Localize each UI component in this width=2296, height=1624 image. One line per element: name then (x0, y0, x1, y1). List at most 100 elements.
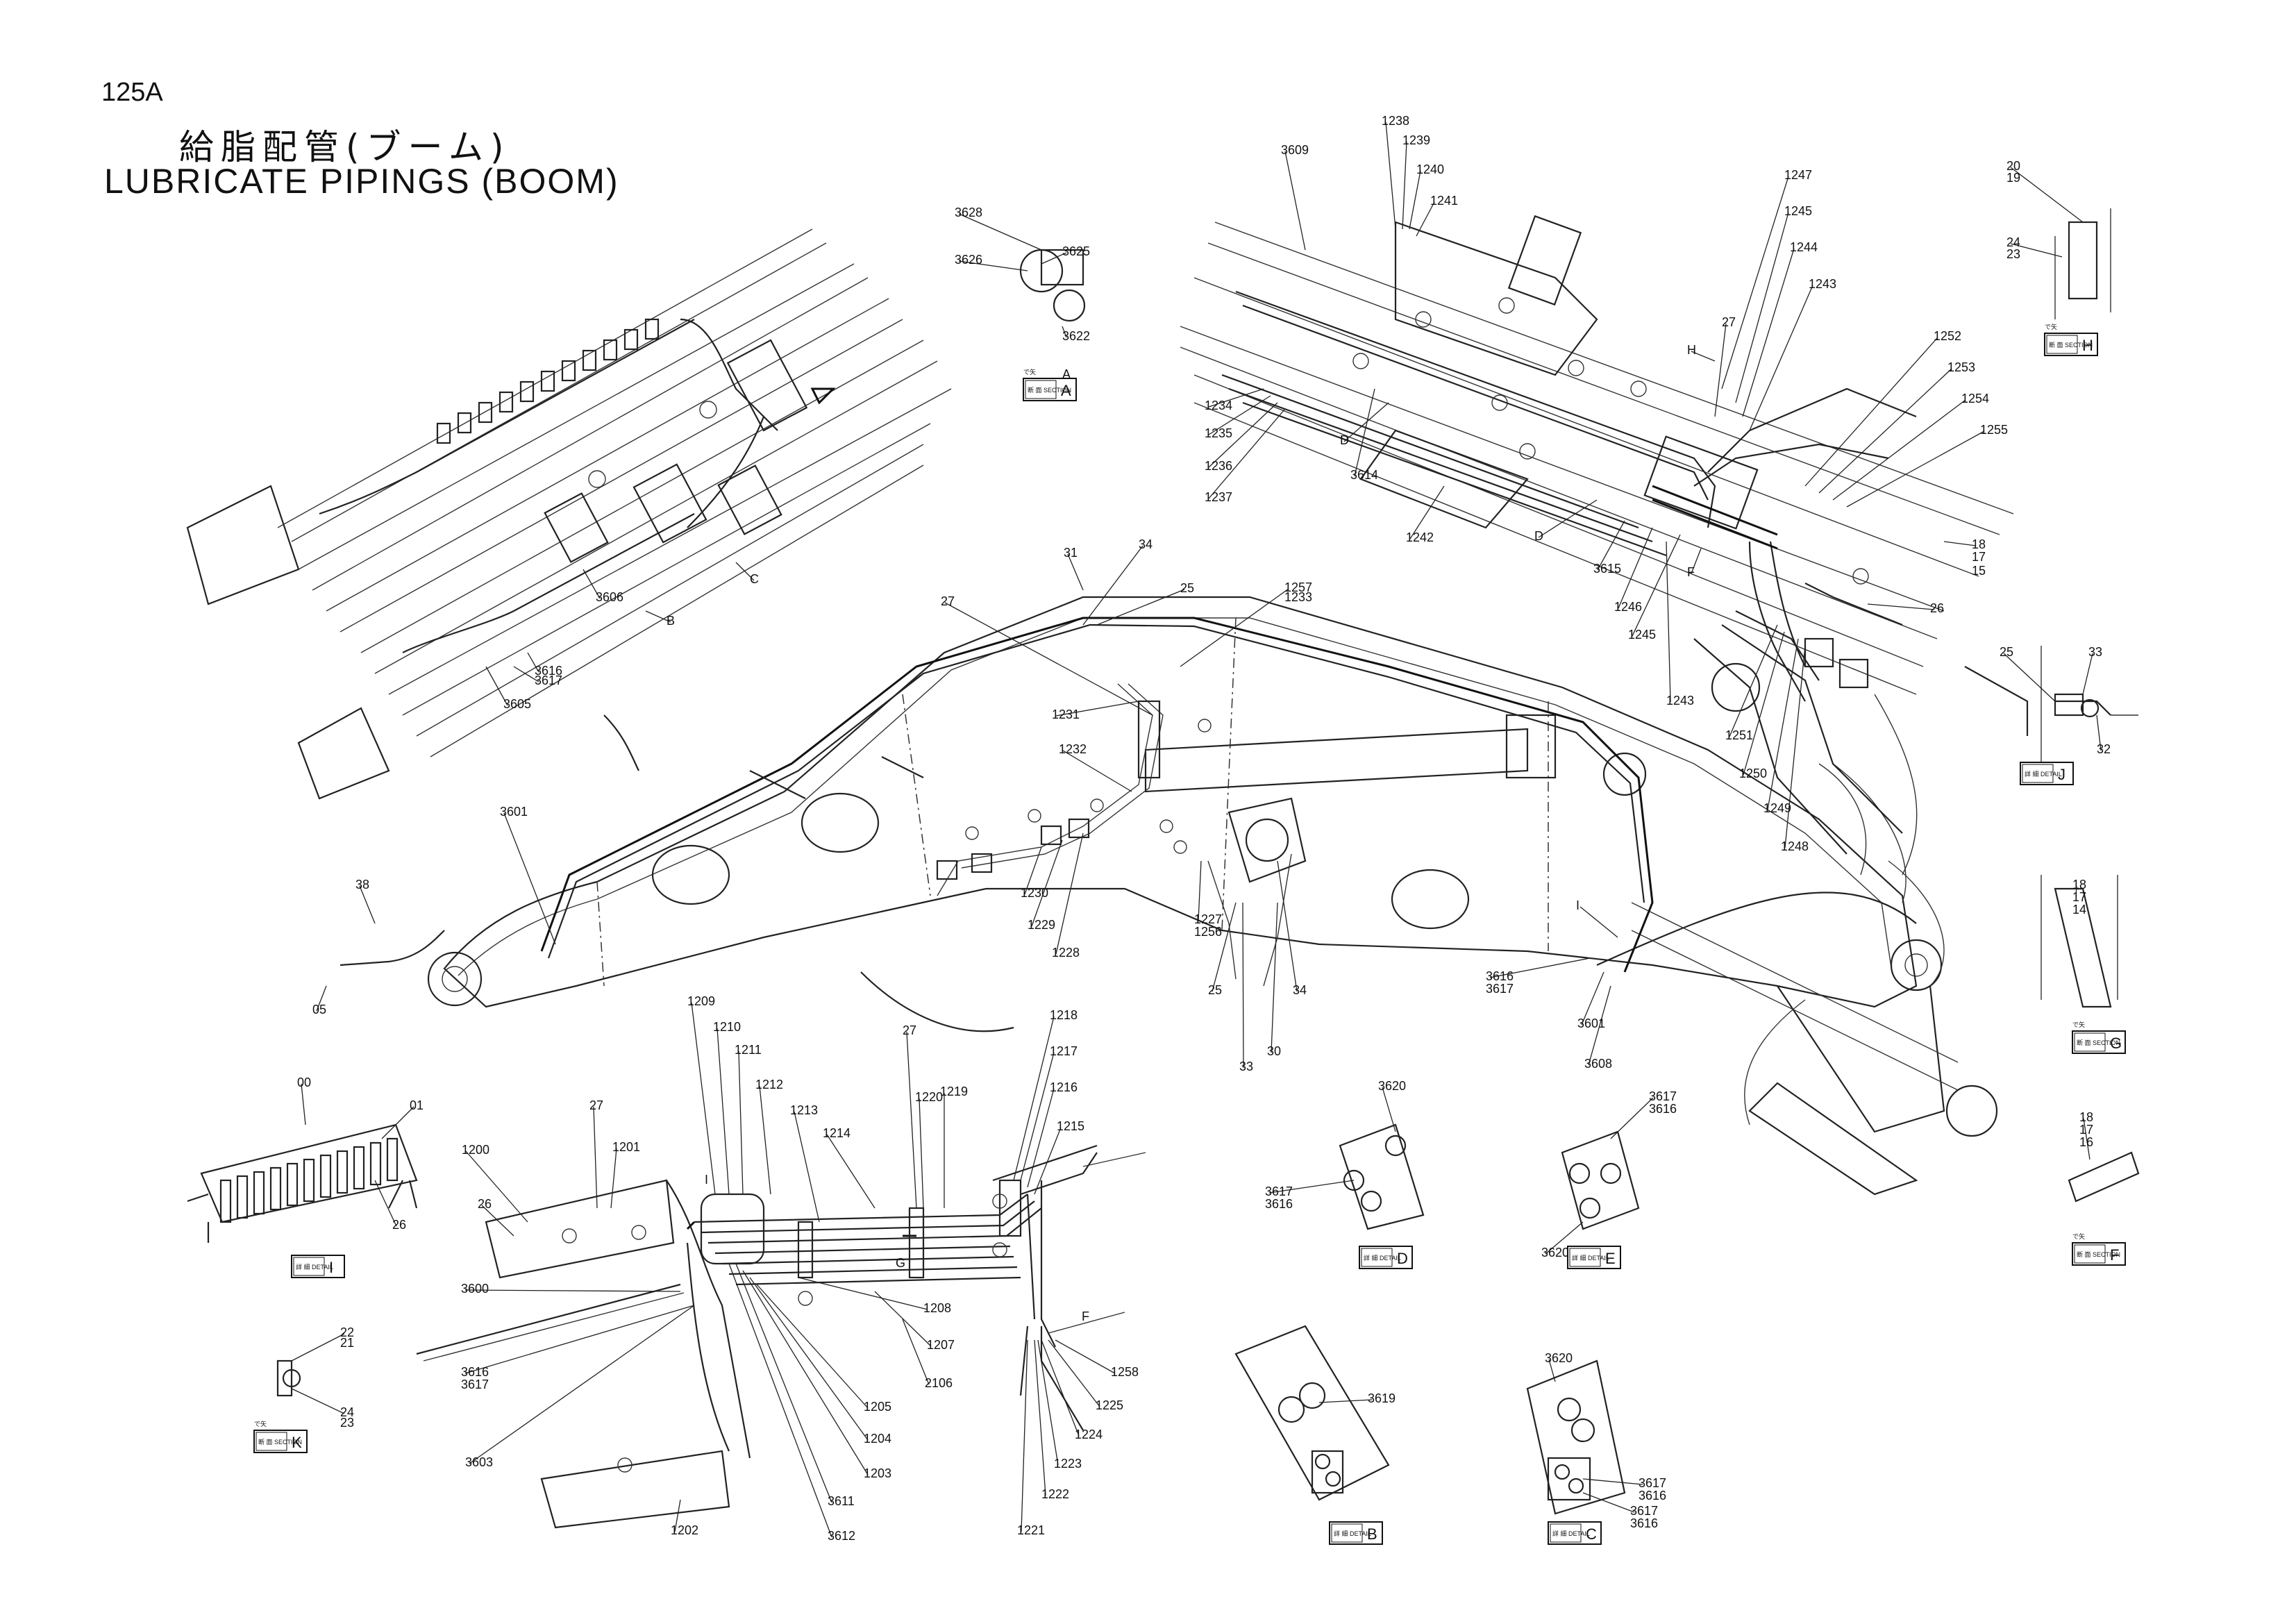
leader-line (1212, 902, 1237, 992)
leader-line (1784, 645, 1806, 848)
part-number-label: 1237 (1205, 490, 1232, 504)
part-number-label: 24 (340, 1405, 354, 1419)
part-number-label: 1235 (1205, 426, 1232, 440)
part-number-label: 3617 (1630, 1504, 1658, 1518)
view-tag-code-cell (293, 1257, 325, 1276)
leader-line (645, 610, 671, 623)
leader-line (1096, 589, 1185, 626)
leader-line (798, 1277, 928, 1310)
title-japanese: 給脂配管(ブーム) (179, 127, 511, 167)
leader-line (291, 1388, 345, 1414)
view-tag-code: 断 面 SECTION (2077, 1250, 2120, 1258)
part-number-label: 3620 (1378, 1079, 1406, 1093)
leader-line (1055, 701, 1139, 717)
leader-line (1208, 395, 1271, 435)
leader-line (1021, 1339, 1028, 1532)
part-number-label: 23 (2006, 247, 2020, 261)
leader-line (465, 1150, 528, 1223)
leader-line (1409, 485, 1445, 539)
leader-line (513, 666, 539, 683)
part-number-label: 1224 (1075, 1428, 1103, 1441)
part-number-label: 26 (392, 1218, 406, 1232)
part-number-label: 1215 (1057, 1119, 1084, 1133)
leader-line (749, 1277, 869, 1441)
leader-line (958, 213, 1042, 251)
part-number-label: 3617 (1486, 982, 1514, 996)
leader-line (301, 1083, 306, 1125)
view-tag-letter: D (1397, 1250, 1408, 1267)
part-number-label: 33 (1239, 1060, 1253, 1073)
section-a (1019, 249, 1086, 322)
part-number-label: 1233 (1284, 590, 1312, 604)
view-tag-letter: A (1061, 382, 1071, 399)
leader-line (944, 602, 1153, 716)
leader-line (1867, 603, 1935, 610)
part-number-label: 1219 (940, 1085, 968, 1098)
leader-line (1034, 1339, 1046, 1496)
view-tag-mark: で矢 (1023, 368, 1036, 376)
part-number-label: 27 (903, 1023, 916, 1037)
leader-line (1735, 212, 1789, 403)
view-tag-code-cell (255, 1432, 287, 1451)
view-tag-mark: で矢 (2045, 323, 2057, 330)
leader-line (2010, 243, 2063, 258)
leader-line (902, 1319, 930, 1385)
part-number-label: 19 (2006, 171, 2020, 185)
part-number-label: 3619 (1368, 1391, 1396, 1405)
view-tag-code-cell (1550, 1523, 1582, 1543)
leader-line (381, 1106, 414, 1139)
leader-line (1714, 323, 1727, 417)
leader-line (1024, 846, 1042, 895)
part-number-label: 1229 (1028, 918, 1055, 932)
detail-i-manifold (187, 1123, 418, 1243)
leader-line (1818, 368, 1952, 494)
part-number-label: 16 (2079, 1135, 2093, 1149)
leader-line (1027, 1088, 1055, 1188)
part-number-label: 3616 (1486, 969, 1514, 983)
leader-line (1597, 520, 1625, 571)
part-number-label: 34 (1139, 537, 1153, 551)
part-number-label: 3628 (955, 206, 982, 219)
part-number-label: 25 (1180, 581, 1194, 595)
leader-line (1277, 860, 1298, 992)
view-tag-code-cell (2074, 1244, 2106, 1264)
detail-c (1526, 1359, 1626, 1515)
part-number-label: 1223 (1054, 1457, 1082, 1471)
leader-line (1742, 248, 1795, 417)
leader-line (1055, 1339, 1116, 1374)
leader-line (958, 260, 1028, 271)
part-number-label: 3616 (1639, 1489, 1666, 1502)
part-number-label: 1246 (1614, 600, 1642, 614)
leader-line (1416, 201, 1435, 237)
part-number-label: 1249 (1763, 801, 1791, 815)
part-number-label: 3625 (1062, 244, 1090, 258)
view-tag-letter: G (2110, 1035, 2122, 1052)
part-number-label: 3616 (535, 664, 562, 678)
leader-line (1385, 122, 1396, 230)
part-number-label: 3617 (1265, 1184, 1293, 1198)
view-tag-code-cell (2074, 1032, 2106, 1052)
leader-line (1804, 337, 1938, 487)
part-number-label: 1221 (1017, 1523, 1045, 1537)
leader-line (291, 1333, 345, 1362)
leader-line (1180, 588, 1289, 667)
leader-line (2003, 653, 2056, 702)
part-number-label: 3617 (461, 1378, 489, 1391)
part-number-label: 1209 (687, 994, 715, 1008)
part-number-label: 3620 (1541, 1246, 1569, 1259)
part-number-label: 1253 (1947, 360, 1975, 374)
part-number-label: 24 (2006, 235, 2020, 249)
detail-d (1339, 1123, 1425, 1230)
leader-line (2083, 1118, 2090, 1160)
part-number-label: 1240 (1416, 162, 1444, 176)
part-number-label: 1245 (1784, 204, 1812, 218)
part-number-label: 3612 (828, 1529, 855, 1543)
leader-line (1013, 1016, 1055, 1181)
part-number-label: G (896, 1256, 905, 1270)
leader-line (1208, 388, 1264, 408)
view-tag-letter: C (1586, 1525, 1597, 1543)
part-number-label: 34 (1293, 983, 1307, 997)
part-number-label: 17 (2079, 1123, 2093, 1137)
part-number-label: 27 (1722, 315, 1736, 329)
